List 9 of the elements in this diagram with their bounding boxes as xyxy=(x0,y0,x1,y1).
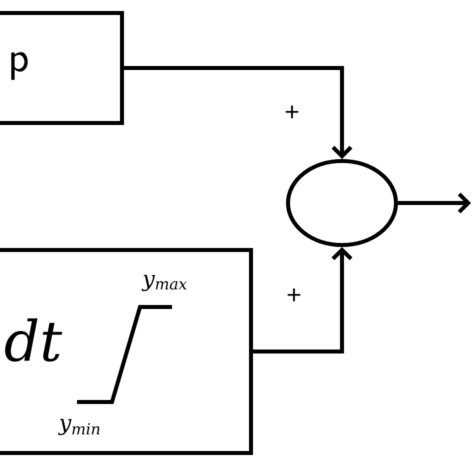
limit-label: y$_{min}$ xyxy=(58,418,100,436)
arrow xyxy=(124,66,352,159)
arrow xyxy=(253,247,352,354)
edge-label: + xyxy=(283,104,301,122)
edge-label: + xyxy=(285,288,303,304)
arrow xyxy=(398,192,471,214)
summing-junction xyxy=(286,159,398,247)
limit-label: y$_{max}$ xyxy=(142,274,187,292)
block-box: p xyxy=(0,11,124,125)
